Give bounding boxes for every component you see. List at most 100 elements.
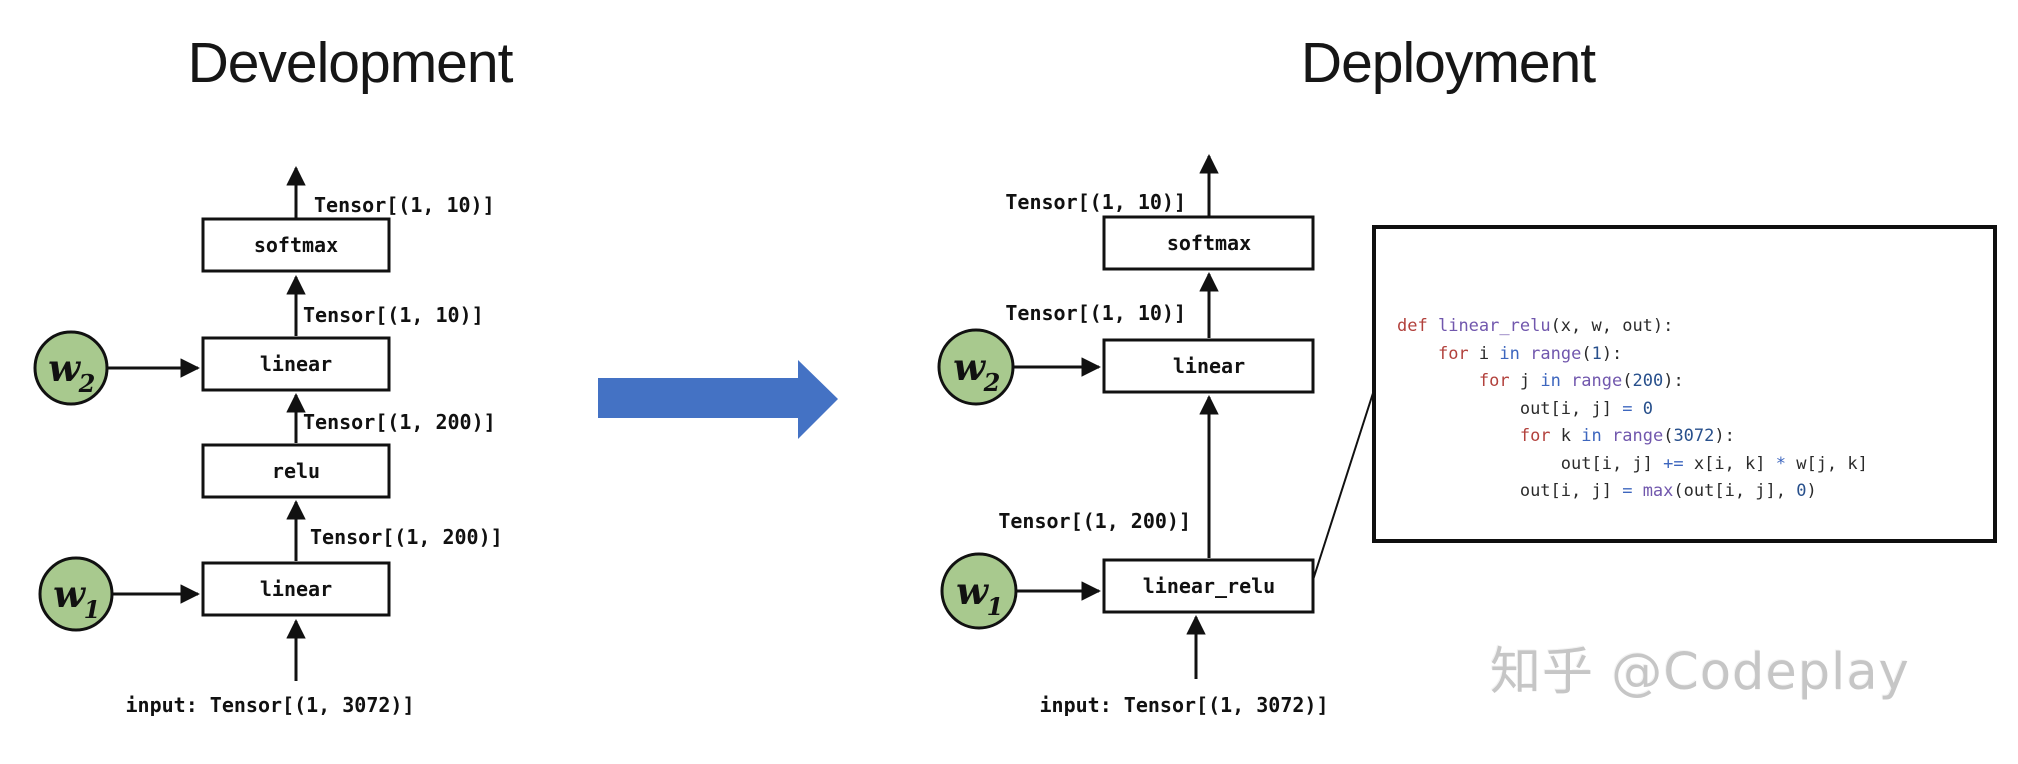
right-node-linear — [1102, 338, 1315, 394]
code-token-kw: def — [1397, 316, 1428, 336]
code-token-num: 1 — [1591, 343, 1602, 364]
right-edge-label-top: Tensor[(1, 10)] — [1005, 190, 1186, 214]
code-line: out[i, j] += x[i, k] * w[j, k] — [1397, 451, 1993, 479]
code-token-pl: i — [1468, 343, 1500, 364]
left-w2-symbol: w — [48, 346, 81, 390]
right-weight-node-w1 — [940, 552, 1018, 630]
code-token-pl — [1397, 454, 1561, 474]
code-token-pl: ) — [1806, 481, 1817, 501]
code-token-fn: range — [1571, 371, 1623, 391]
code-token-pl — [1397, 426, 1520, 446]
left-edge-label-mid1: Tensor[(1, 10)] — [303, 303, 484, 327]
right-node-label: linear_relu — [1143, 574, 1275, 598]
code-line: out[i, j] = 0 — [1397, 396, 1993, 424]
code-token-pl — [1397, 344, 1438, 364]
code-line: for k in range(3072): — [1397, 423, 1993, 451]
code-callout-line — [1312, 389, 1375, 581]
title-deployment: Deployment — [1301, 31, 1596, 95]
right-w1-subscript: 1 — [987, 592, 1004, 621]
left-w1-subscript: 1 — [84, 595, 101, 624]
code-token-pl — [1397, 481, 1520, 501]
right-node-linear-relu — [1102, 558, 1315, 614]
left-edge-label-mid2: Tensor[(1, 200)] — [303, 410, 496, 434]
code-token-pl — [1397, 371, 1479, 391]
code-token-pl: (x, w, out): — [1550, 316, 1674, 336]
code-line: out[i, j] = max(out[i, j], 0) — [1397, 478, 1993, 506]
code-token-pl: k — [1550, 426, 1582, 446]
code-token-fn: max — [1642, 481, 1674, 501]
right-node-softmax — [1102, 215, 1315, 271]
code-token-op: in — [1581, 426, 1602, 446]
left-w2-subscript: 2 — [78, 369, 96, 398]
code-token-pl — [1397, 399, 1520, 419]
code-line: def linear_relu(x, w, out): — [1397, 313, 1993, 341]
code-token-pl: ): — [1663, 371, 1684, 391]
left-node-softmax — [201, 217, 391, 273]
left-node-label: linear — [260, 577, 332, 601]
code-token-num: 3072 — [1673, 426, 1715, 446]
left-node-linear-1 — [201, 561, 391, 617]
right-edge-label-mid: Tensor[(1, 10)] — [1005, 301, 1186, 325]
transform-arrow — [598, 360, 838, 439]
code-token-op: += — [1663, 453, 1684, 474]
code-token-pl: ( — [1622, 371, 1633, 391]
right-node-label: linear — [1173, 354, 1245, 378]
left-input-label: input: Tensor[(1, 3072)] — [126, 693, 415, 717]
code-token-pl: x[i, k] — [1683, 453, 1776, 474]
code-token-pl: ( — [1663, 426, 1674, 446]
left-weight-node-w1 — [38, 556, 114, 632]
right-w1-symbol: w — [956, 569, 989, 613]
code-token-pl — [1602, 426, 1612, 446]
code-token-pl: ): — [1601, 343, 1623, 364]
code-token-num: 200 — [1632, 371, 1664, 391]
code-line: for i in range(1): — [1397, 341, 1993, 369]
code-token-op: * — [1775, 453, 1786, 474]
code-line: for j in range(200): — [1397, 368, 1993, 396]
code-token-pl — [1561, 371, 1571, 391]
code-token-op: = — [1622, 398, 1633, 419]
left-node-label: relu — [272, 459, 320, 483]
code-token-pl: out[i, j] — [1560, 453, 1664, 474]
code-token-kw: for — [1478, 371, 1510, 391]
code-token-pl: (out[i, j], — [1673, 481, 1797, 501]
left-node-linear-2 — [201, 336, 391, 392]
title-development: Development — [188, 31, 514, 95]
code-token-pl: out[i, j] — [1519, 481, 1623, 501]
code-token-fn: range — [1612, 426, 1664, 446]
watermark: 知乎 @Codeplay — [1490, 643, 1910, 702]
code-token-num: 0 — [1796, 481, 1807, 501]
code-token-pl: w[j, k] — [1785, 453, 1868, 474]
code-token-pl — [1520, 344, 1530, 364]
code-token-pl: ): — [1714, 426, 1735, 446]
right-w2-subscript: 2 — [983, 368, 1001, 397]
left-node-label: linear — [260, 352, 332, 376]
left-edge-label-bottom: Tensor[(1, 200)] — [310, 525, 503, 549]
right-edge-label-bottom: Tensor[(1, 200)] — [998, 509, 1191, 533]
code-token-kw: for — [1519, 426, 1551, 446]
code-token-pl — [1632, 481, 1642, 501]
code-token-pl: j — [1509, 371, 1541, 391]
right-input-label: input: Tensor[(1, 3072)] — [1040, 693, 1329, 717]
code-token-op: in — [1540, 371, 1561, 391]
left-edge-label-top: Tensor[(1, 10)] — [314, 193, 495, 217]
code-token-pl — [1428, 316, 1438, 336]
left-node-relu — [201, 443, 391, 499]
code-token-kw: for — [1437, 343, 1469, 364]
code-token-pl: out[i, j] — [1519, 398, 1623, 419]
right-node-label: softmax — [1167, 231, 1251, 255]
code-lines: def linear_relu(x, w, out): for i in ran… — [1397, 313, 1993, 506]
code-token-pl — [1632, 399, 1642, 419]
right-w2-symbol: w — [953, 345, 986, 389]
code-panel: def linear_relu(x, w, out): for i in ran… — [1372, 225, 1997, 543]
code-token-num: 0 — [1642, 398, 1653, 419]
code-token-fn: range — [1530, 343, 1582, 364]
left-node-label: softmax — [254, 233, 338, 257]
code-token-pl: ( — [1581, 343, 1592, 364]
code-token-op: in — [1499, 343, 1520, 364]
left-weight-node-w2 — [33, 330, 109, 406]
right-weight-node-w2 — [937, 328, 1015, 406]
code-token-op: = — [1622, 481, 1633, 501]
left-w1-symbol: w — [53, 572, 86, 616]
